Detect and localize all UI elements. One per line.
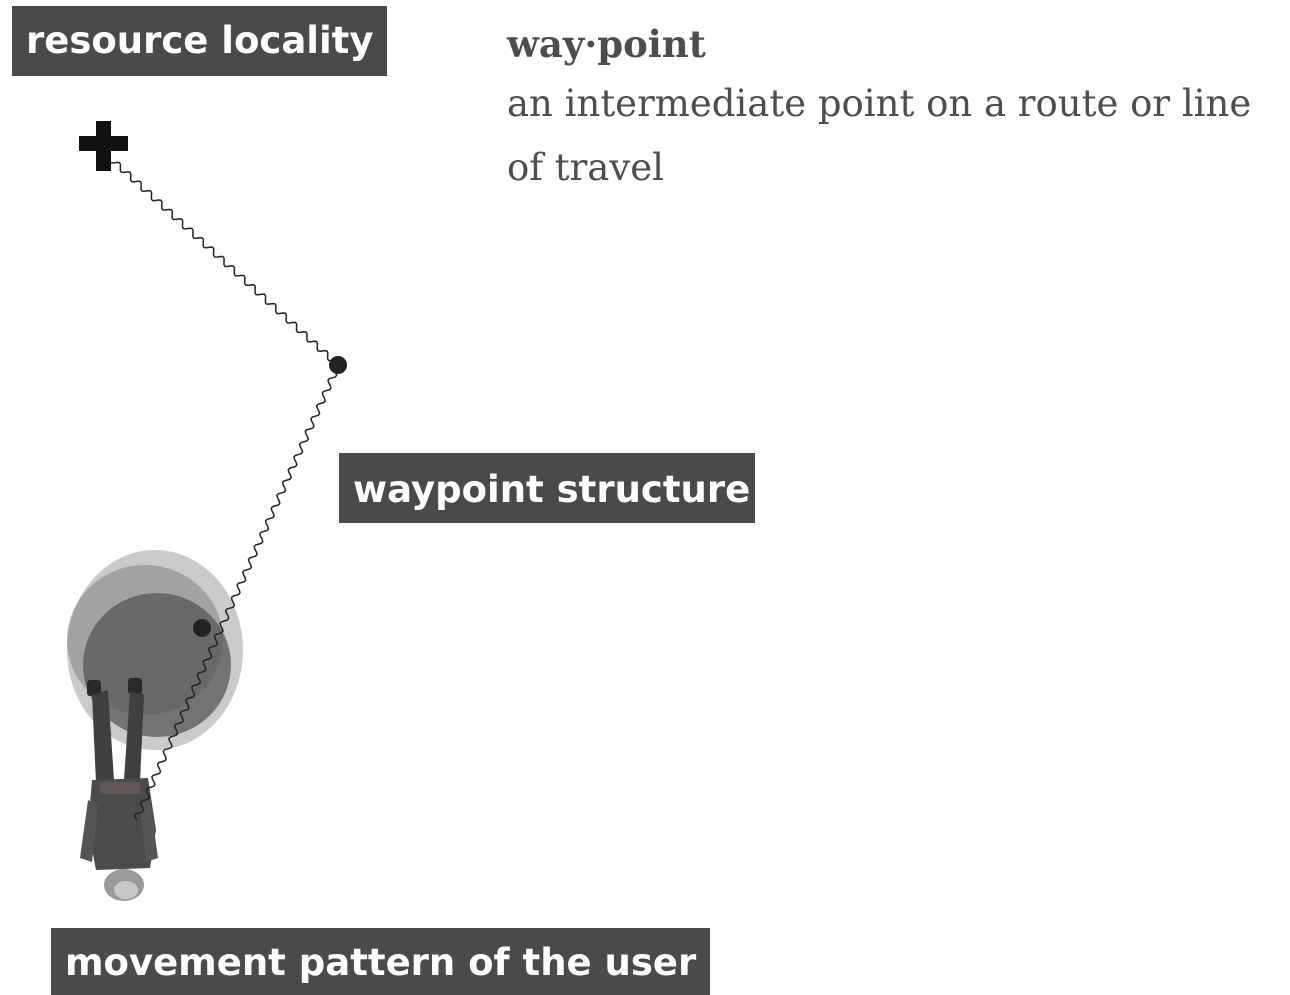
definition-meaning: an intermediate point on a route or line… — [507, 82, 1252, 189]
dictionary-definition: way·point an intermediate point on a rou… — [507, 18, 1277, 200]
route-path-segment — [134, 364, 339, 821]
waypoint-dot-icon — [329, 356, 347, 374]
definition-term: way·point — [507, 22, 706, 66]
waypoint-structure-label: waypoint structure — [339, 453, 755, 523]
person-top-view-icon — [80, 678, 158, 901]
waypoint-dot-icon — [193, 619, 211, 637]
route-path-segment — [109, 157, 339, 365]
resource-locality-label: resource locality — [12, 6, 388, 76]
movement-pattern-label: movement pattern of the user — [51, 928, 711, 995]
plus-cross-icon — [79, 121, 128, 171]
